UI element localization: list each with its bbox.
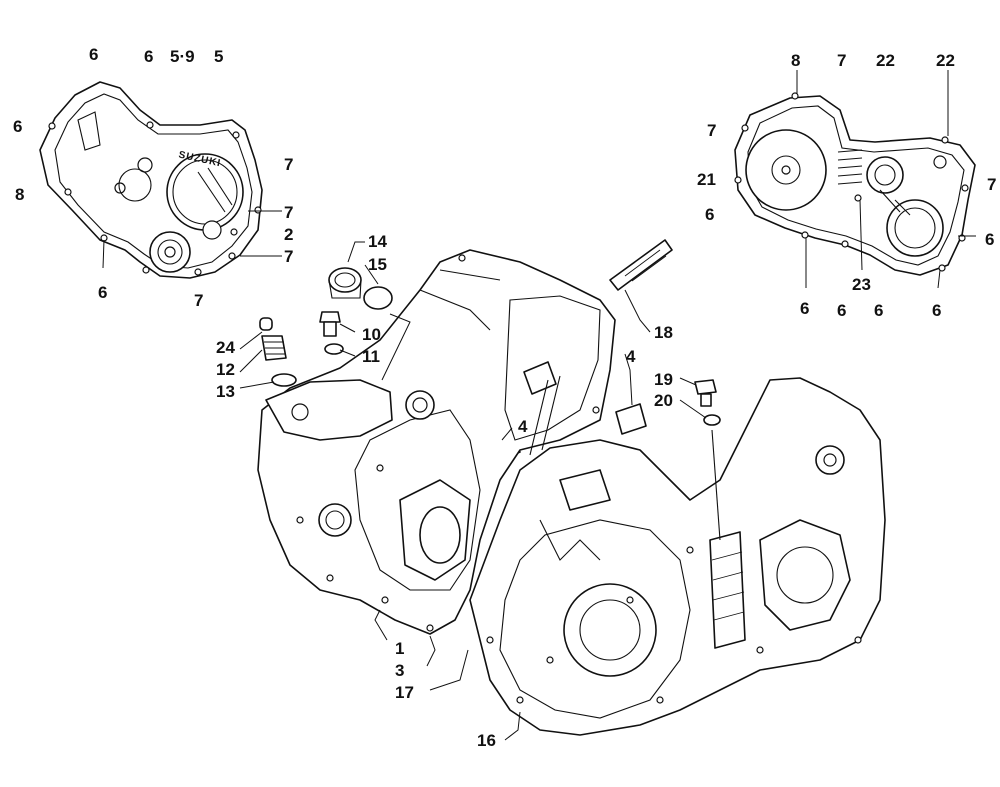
washer-20 bbox=[703, 414, 721, 426]
callout-7: 7 bbox=[837, 51, 846, 70]
callout-6: 6 bbox=[144, 47, 153, 66]
callout-7: 7 bbox=[987, 175, 996, 194]
oil-pressure-switch-12 bbox=[259, 317, 287, 361]
callout-8: 8 bbox=[15, 185, 24, 204]
callout-6: 6 bbox=[800, 299, 809, 318]
o-ring-13 bbox=[271, 373, 297, 387]
bolt-19 bbox=[694, 379, 717, 407]
callout-7: 7 bbox=[284, 203, 293, 222]
callout-15: 15 bbox=[368, 255, 387, 274]
callout-11: 11 bbox=[362, 347, 380, 366]
callout-21: 21 bbox=[697, 170, 716, 189]
plug-bolt-10 bbox=[319, 311, 341, 337]
callout-1: 1 bbox=[395, 639, 404, 658]
callout-10: 10 bbox=[362, 325, 381, 344]
callout-6: 6 bbox=[13, 117, 22, 136]
callout-22: 22 bbox=[936, 51, 955, 70]
callout-17: 17 bbox=[395, 683, 414, 702]
callout-6: 6 bbox=[985, 230, 994, 249]
callout-22: 22 bbox=[876, 51, 895, 70]
callout-5: 5 bbox=[214, 47, 223, 66]
callout-6: 6 bbox=[837, 301, 846, 320]
crankcase-right-half bbox=[469, 377, 886, 736]
callout-23: 23 bbox=[852, 275, 871, 294]
callout-24: 24 bbox=[216, 338, 235, 357]
callout-2: 2 bbox=[284, 225, 293, 244]
clutch-cover: SUZUKI bbox=[39, 81, 263, 279]
callout-12: 12 bbox=[216, 360, 235, 379]
callout-14: 14 bbox=[368, 232, 387, 251]
oil-seal-14 bbox=[328, 267, 362, 299]
callout-6: 6 bbox=[874, 301, 883, 320]
callout-6: 6 bbox=[705, 205, 714, 224]
callout-18: 18 bbox=[654, 323, 673, 342]
callout-6: 6 bbox=[98, 283, 107, 302]
callout-13: 13 bbox=[216, 382, 235, 401]
callout-16: 16 bbox=[477, 731, 496, 750]
callout-4: 4 bbox=[626, 347, 636, 366]
callout-7: 7 bbox=[284, 247, 293, 266]
callout-19: 19 bbox=[654, 370, 673, 389]
callout-7: 7 bbox=[194, 291, 203, 310]
callout-4: 4 bbox=[518, 417, 528, 436]
o-ring-15 bbox=[363, 286, 393, 310]
gasket-11 bbox=[324, 343, 344, 355]
callout-5-9: 5·9 bbox=[170, 47, 195, 66]
leader-lines bbox=[102, 70, 976, 741]
dowel-pin-4-right bbox=[615, 403, 647, 435]
crankcase-left-half bbox=[257, 249, 616, 635]
callout-6: 6 bbox=[89, 45, 98, 64]
callout-3: 3 bbox=[395, 661, 404, 680]
breather-plate-18 bbox=[609, 239, 673, 291]
callout-20: 20 bbox=[654, 391, 673, 410]
callout-6: 6 bbox=[932, 301, 941, 320]
magneto-cover bbox=[734, 92, 976, 276]
callout-7: 7 bbox=[707, 121, 716, 140]
callout-7: 7 bbox=[284, 155, 293, 174]
callout-8: 8 bbox=[791, 51, 800, 70]
part-number-labels: 6 6 5·9 5 6 8 7 7 2 7 6 7 14 15 10 11 24… bbox=[13, 45, 996, 750]
